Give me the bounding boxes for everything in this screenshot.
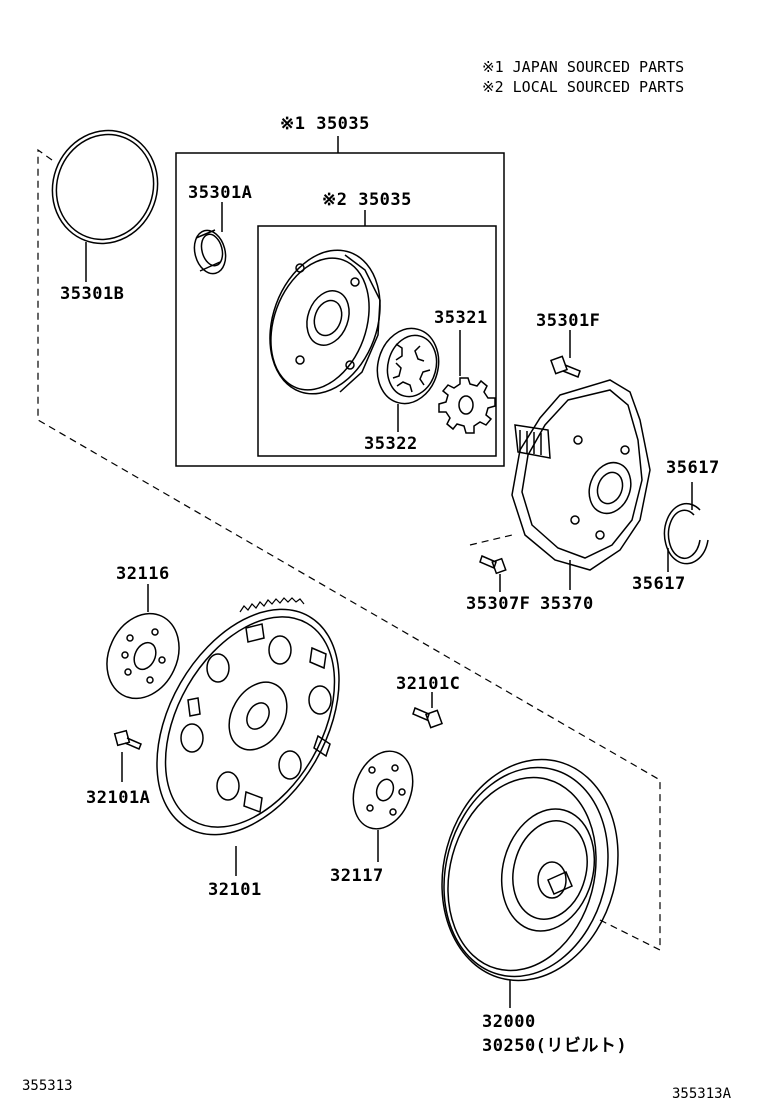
- oil-seal-35301A: [193, 202, 227, 275]
- label-35307F: 35307F: [466, 594, 531, 614]
- drive-gear-35321: [438, 330, 496, 434]
- o-ring-35301B: [51, 129, 159, 282]
- label-assy-local: ※2 35035: [322, 190, 412, 210]
- label-assy-japan: ※1 35035: [280, 114, 370, 134]
- plate-32117: [352, 750, 414, 862]
- label-32101: 32101: [208, 880, 262, 900]
- pump-body-35035: [269, 249, 381, 395]
- bolt-35301F: [550, 330, 581, 378]
- label-35617-lower: 35617: [632, 574, 686, 594]
- bolt-35307F: [479, 554, 507, 592]
- label-32101C: 32101C: [396, 674, 461, 694]
- label-35370: 35370: [540, 594, 594, 614]
- label-35617-upper: 35617: [666, 458, 720, 478]
- label-30250: 30250(リビルト): [482, 1036, 628, 1056]
- pump-cover-35370: [511, 379, 651, 590]
- footer-code-left: 355313: [22, 1078, 73, 1094]
- drive-plate-32101: [156, 597, 340, 876]
- legend-note-local: ※2 LOCAL SOURCED PARTS: [482, 78, 685, 96]
- bolt-32101A: [113, 729, 142, 782]
- label-32117: 32117: [330, 866, 384, 886]
- label-32116: 32116: [116, 564, 170, 584]
- assy-box-local: [257, 225, 497, 457]
- legend-note-japan: ※1 JAPAN SOURCED PARTS: [482, 58, 685, 76]
- dashed-assembly-outline: [37, 148, 661, 951]
- torque-converter-32000: [441, 758, 619, 1008]
- label-35322: 35322: [364, 434, 418, 454]
- footer-code-right: 355313A: [672, 1086, 732, 1102]
- assy-box-japan: [175, 152, 505, 467]
- label-35321: 35321: [434, 308, 488, 328]
- plate-32116: [106, 584, 180, 700]
- label-35301B: 35301B: [60, 284, 125, 304]
- label-35301F: 35301F: [536, 311, 601, 331]
- seal-rings-35617: [663, 482, 709, 572]
- bolt-32101C: [412, 692, 443, 729]
- driven-gear-35322: [376, 327, 440, 432]
- label-35301A: 35301A: [188, 183, 253, 203]
- label-32101A: 32101A: [86, 788, 151, 808]
- label-32000: 32000: [482, 1012, 536, 1032]
